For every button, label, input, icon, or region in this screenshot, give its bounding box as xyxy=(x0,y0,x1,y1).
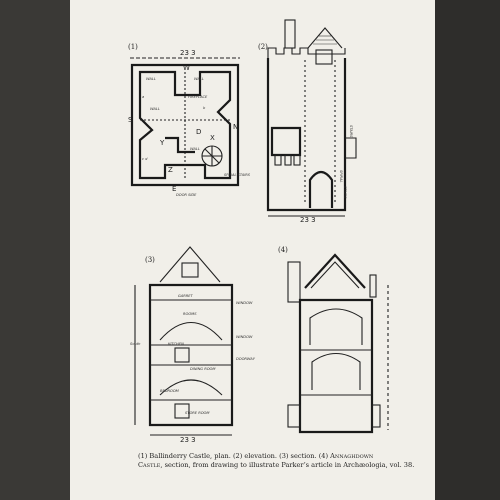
fig1-label-wall-tr: WALL xyxy=(194,77,204,81)
figure-caption: (1) Ballinderry Castle, plan. (2) elevat… xyxy=(138,452,438,470)
fig2-gable-stones xyxy=(313,35,337,45)
caption-annaghdown: Annaghdown xyxy=(330,452,374,460)
fig2-battlements xyxy=(267,47,346,58)
book-edge-left xyxy=(0,0,70,500)
figure-2-number: (2) xyxy=(258,43,268,51)
figure-4-number: (4) xyxy=(278,246,288,254)
figure-2-elevation: (2) 23 3 STAIRS SPIRAL STAIRS xyxy=(258,19,357,224)
fig3-fireplace xyxy=(174,347,190,363)
fig2-corbel1 xyxy=(274,154,282,166)
fig3-vault2 xyxy=(159,379,223,396)
figure-1-plan: (1) 23 3 WALL WALL WALL FIREPLACE SPIRAL… xyxy=(128,43,251,197)
fig4-base-left xyxy=(287,404,301,428)
fig4-left-pier xyxy=(287,261,301,303)
fig2-chimney xyxy=(284,19,296,49)
fig1-label-wall-tl: WALL xyxy=(146,77,156,81)
caption-line-1: (1) Ballinderry Castle, plan. (2) elevat… xyxy=(138,452,438,461)
fig1-label-wall-mid: WALL xyxy=(150,107,160,111)
book-page xyxy=(70,0,435,500)
figure-3-section: (3) 23 3 GARRET WINDOW ROOMS KITCHEN DIN… xyxy=(130,246,256,444)
figure-1-number: (1) xyxy=(128,43,138,51)
fig1-inner-wall xyxy=(138,70,232,180)
fig1-label-w: W xyxy=(183,64,190,72)
caption-line-2-text: , section, from drawing to illustrate Pa… xyxy=(160,461,415,469)
fig4-arch2 xyxy=(311,352,361,390)
fig4-base-right xyxy=(371,404,381,428)
fig2-oriel xyxy=(270,126,302,157)
fig1-label-s: S xyxy=(128,116,133,124)
caption-line-1-text: (1) Ballinderry Castle, plan. (2) elevat… xyxy=(138,452,331,460)
fig3-label-bedroom: BEDROOM xyxy=(160,389,179,393)
fig3-garret-window xyxy=(181,262,199,278)
fig1-label-d: D xyxy=(196,128,201,136)
fig1-label-z: Z xyxy=(168,166,173,174)
fig3-label-kitchen: KITCHEN xyxy=(168,342,184,346)
fig1-stair-line3 xyxy=(204,148,220,164)
fig1-label-n: N xyxy=(233,123,238,131)
fig3-label-rooms: ROOMS xyxy=(183,312,197,316)
fig2-label-stairs2: STAIRS xyxy=(343,186,347,199)
fig4-outer xyxy=(298,298,374,434)
book-edge-right xyxy=(435,0,500,500)
fig1-outer-wall xyxy=(130,63,240,187)
fig2-doorway xyxy=(308,170,334,208)
fig2-top-window xyxy=(315,49,333,65)
fig3-vault1 xyxy=(159,321,223,341)
fig2-corbel2 xyxy=(284,154,292,166)
fig1-label-y: Y xyxy=(159,139,165,147)
fig2-label-spiral: SPIRAL xyxy=(339,170,343,182)
fig1-label-a: a xyxy=(142,95,144,99)
fig3-label-dining: DINING ROOM xyxy=(190,367,215,371)
fig1-label-spiral-stairs: SPIRAL STAIRS xyxy=(224,173,251,177)
fig3-label-garret: GARRET xyxy=(178,294,194,298)
fig3-door xyxy=(174,403,190,419)
fig1-label-cd: c d xyxy=(142,157,148,161)
fig1-dimension: 23 3 xyxy=(180,49,196,57)
fig1-label-fireplace: FIREPLACE xyxy=(188,95,208,99)
figure-4-section: (4) xyxy=(278,246,389,434)
fig1-label-wall-bottom: WALL xyxy=(190,147,200,151)
fig3-label-window: WINDOW xyxy=(236,301,253,305)
fig1-label-x: X xyxy=(210,134,215,142)
fig3-label-window2: WINDOW xyxy=(236,335,253,339)
fig3-outer xyxy=(148,283,234,427)
fig2-tower-walls xyxy=(266,58,347,212)
caption-castle: Castle xyxy=(138,461,161,469)
fig4-roof-inner xyxy=(310,261,360,289)
fig3-label-south: South xyxy=(130,342,141,346)
fig4-roof xyxy=(304,253,366,289)
fig3-roof xyxy=(159,246,221,283)
fig1-label-door-side: DOOR SIDE xyxy=(176,193,197,197)
fig2-bartizan xyxy=(345,137,357,159)
figure-3-number: (3) xyxy=(145,256,155,264)
fig2-dimension: 23 3 xyxy=(300,216,316,224)
fig2-corbel3 xyxy=(293,154,301,166)
fig1-label-e: E xyxy=(172,185,176,193)
fig4-right-pier xyxy=(369,274,377,298)
fig4-arch1 xyxy=(309,308,363,345)
fig3-label-storeroom: STORE ROOM xyxy=(185,411,209,415)
fig2-gable xyxy=(307,27,343,49)
fig3-dimension: 23 3 xyxy=(180,436,196,444)
fig1-label-b: b xyxy=(203,106,206,110)
fig3-label-doorway: DOORWAY xyxy=(236,357,256,361)
fig1-passage xyxy=(165,136,195,154)
fig2-label-stairs: STAIRS xyxy=(349,125,353,138)
caption-line-2: Castle, section, from drawing to illustr… xyxy=(138,461,438,470)
